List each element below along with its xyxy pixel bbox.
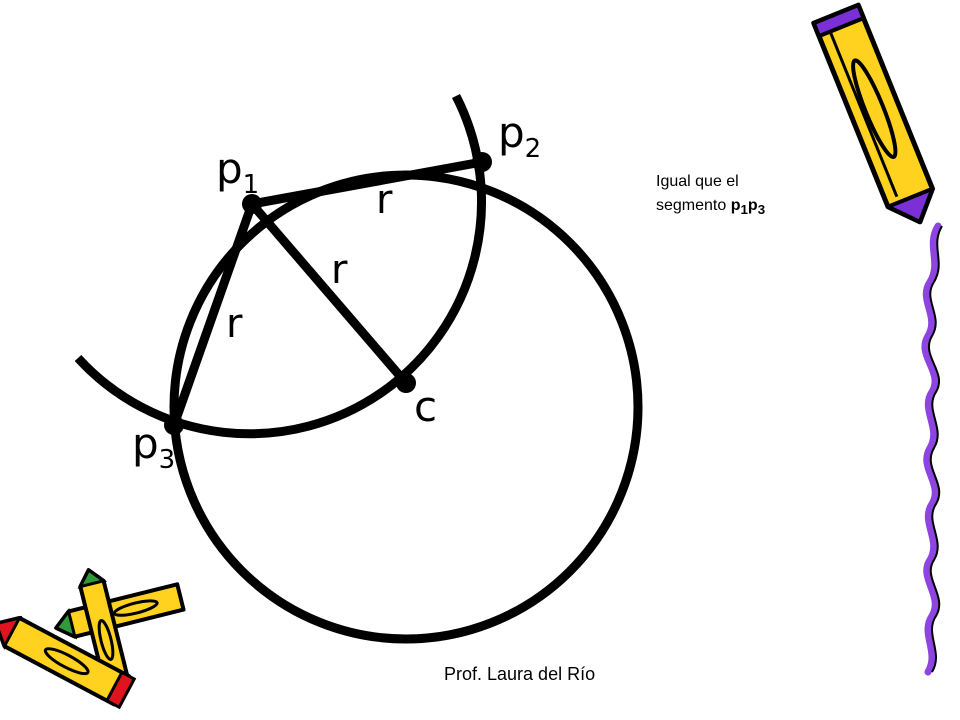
label-r-middle: r — [331, 247, 348, 293]
note-text: Igual que el segmento p1p3 — [656, 170, 765, 222]
note-line-2: segmento p1p3 — [656, 194, 765, 222]
vine-outline-decoration — [928, 225, 943, 673]
seg-p3: p — [747, 197, 758, 214]
label-p1: p1 — [216, 144, 259, 200]
label-r-top: r — [376, 177, 393, 223]
segment-label-p1p3: p1p3 — [730, 197, 766, 218]
note-prefix: segmento — [656, 197, 731, 214]
pencil-clipart-top-icon — [811, 2, 935, 225]
footer-author: Prof. Laura del Río — [444, 664, 596, 684]
segment-p1-c — [247, 199, 411, 388]
seg-sub-3: 3 — [757, 202, 766, 218]
seg-sub-1: 1 — [740, 202, 748, 218]
pencils-clipart-bottom-icon — [0, 567, 186, 710]
circle-centered-c — [169, 170, 643, 644]
point-c — [396, 373, 416, 393]
segment-p1-p2 — [247, 157, 487, 209]
label-r-left: r — [226, 301, 243, 347]
label-p2: p2 — [498, 108, 541, 164]
segment-p1-p3 — [169, 199, 257, 430]
point-p1 — [242, 194, 262, 214]
label-p3: p3 — [132, 419, 175, 475]
purple-vine-decoration-icon — [921, 222, 942, 676]
label-c: c — [414, 382, 437, 431]
point-p3 — [164, 415, 184, 435]
point-p2 — [472, 152, 492, 172]
arc-centered-p1 — [74, 93, 486, 439]
note-line-1: Igual que el — [656, 173, 739, 190]
seg-p1: p — [730, 197, 741, 214]
